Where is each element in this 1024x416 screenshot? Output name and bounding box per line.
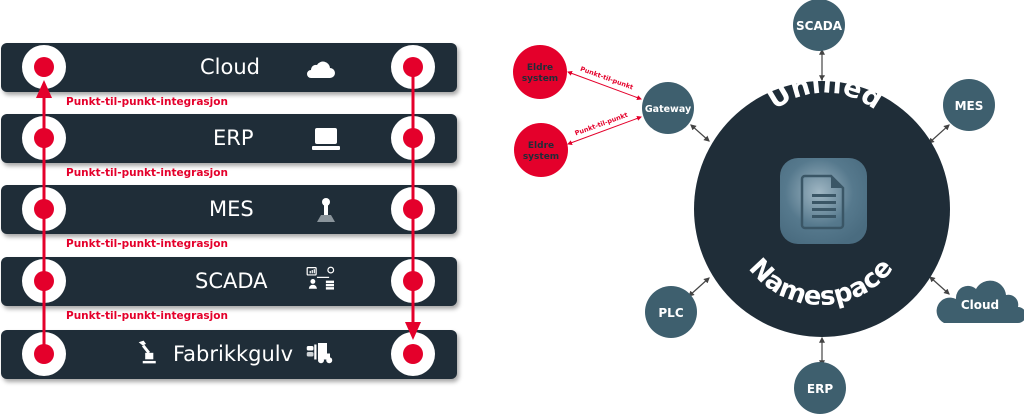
node-plc: PLC bbox=[645, 286, 697, 338]
legacy-system-1: Eldre system bbox=[513, 45, 567, 99]
robot-arm-icon bbox=[138, 340, 156, 364]
node-scada: SCADA bbox=[793, 0, 845, 51]
layer-label: ERP bbox=[213, 126, 254, 150]
cloud-link bbox=[929, 276, 950, 295]
node-label: MES bbox=[955, 99, 984, 113]
legacy-link-2 bbox=[567, 116, 642, 145]
node-label: Gateway bbox=[645, 104, 692, 115]
connector-label: Punkt-til-punkt-integrasjon bbox=[66, 238, 228, 250]
node-label: Cloud bbox=[961, 298, 999, 312]
layer-label: Cloud bbox=[200, 55, 260, 79]
document-icon bbox=[780, 158, 867, 244]
connector-label: Punkt-til-punkt-integrasjon bbox=[66, 96, 228, 108]
joystick-icon bbox=[317, 198, 335, 222]
right-connector-node bbox=[391, 45, 435, 89]
left-connector-node bbox=[22, 45, 66, 89]
forklift-icon bbox=[306, 343, 333, 364]
node-erp: ERP bbox=[794, 362, 846, 414]
cloud-icon bbox=[307, 61, 335, 78]
layer-label: SCADA bbox=[195, 269, 268, 293]
node-cloud: Cloud bbox=[936, 280, 1024, 323]
legacy-link-1 bbox=[567, 71, 642, 100]
connector-label: Punkt-til-punkt-integrasjon bbox=[66, 167, 228, 179]
connector-dot bbox=[34, 57, 54, 77]
layer-bar-mes: MES bbox=[1, 185, 457, 234]
connector-dot bbox=[403, 57, 423, 77]
legacy-system-2: Eldre system bbox=[514, 123, 568, 177]
laptop-icon bbox=[312, 128, 340, 150]
gateway-link bbox=[690, 124, 710, 142]
node-mes: MES bbox=[943, 79, 995, 131]
legacy-label-line1: Eldre bbox=[527, 63, 553, 73]
layer-label: Fabrikkgulv bbox=[173, 342, 294, 366]
layer-label: MES bbox=[209, 197, 254, 221]
connector-label: Punkt-til-punkt-integrasjon bbox=[66, 310, 228, 322]
scada-dashboard-icon bbox=[306, 266, 335, 290]
connector-dot bbox=[403, 344, 423, 364]
node-label: ERP bbox=[807, 382, 833, 396]
mes-link bbox=[928, 124, 950, 144]
node-gateway: Gateway bbox=[642, 82, 694, 134]
legacy-link-label: Punkt-til-punkt bbox=[579, 65, 634, 92]
node-label: SCADA bbox=[796, 19, 843, 33]
plc-link bbox=[688, 277, 710, 297]
layer-bar-scada: SCADA bbox=[1, 257, 457, 306]
node-label: PLC bbox=[658, 306, 683, 320]
legacy-label-line2: system bbox=[523, 152, 559, 162]
legacy-label-line2: system bbox=[522, 74, 558, 84]
layer-bar-cloud: Cloud bbox=[1, 43, 457, 92]
legacy-label-line1: Eldre bbox=[528, 141, 554, 151]
